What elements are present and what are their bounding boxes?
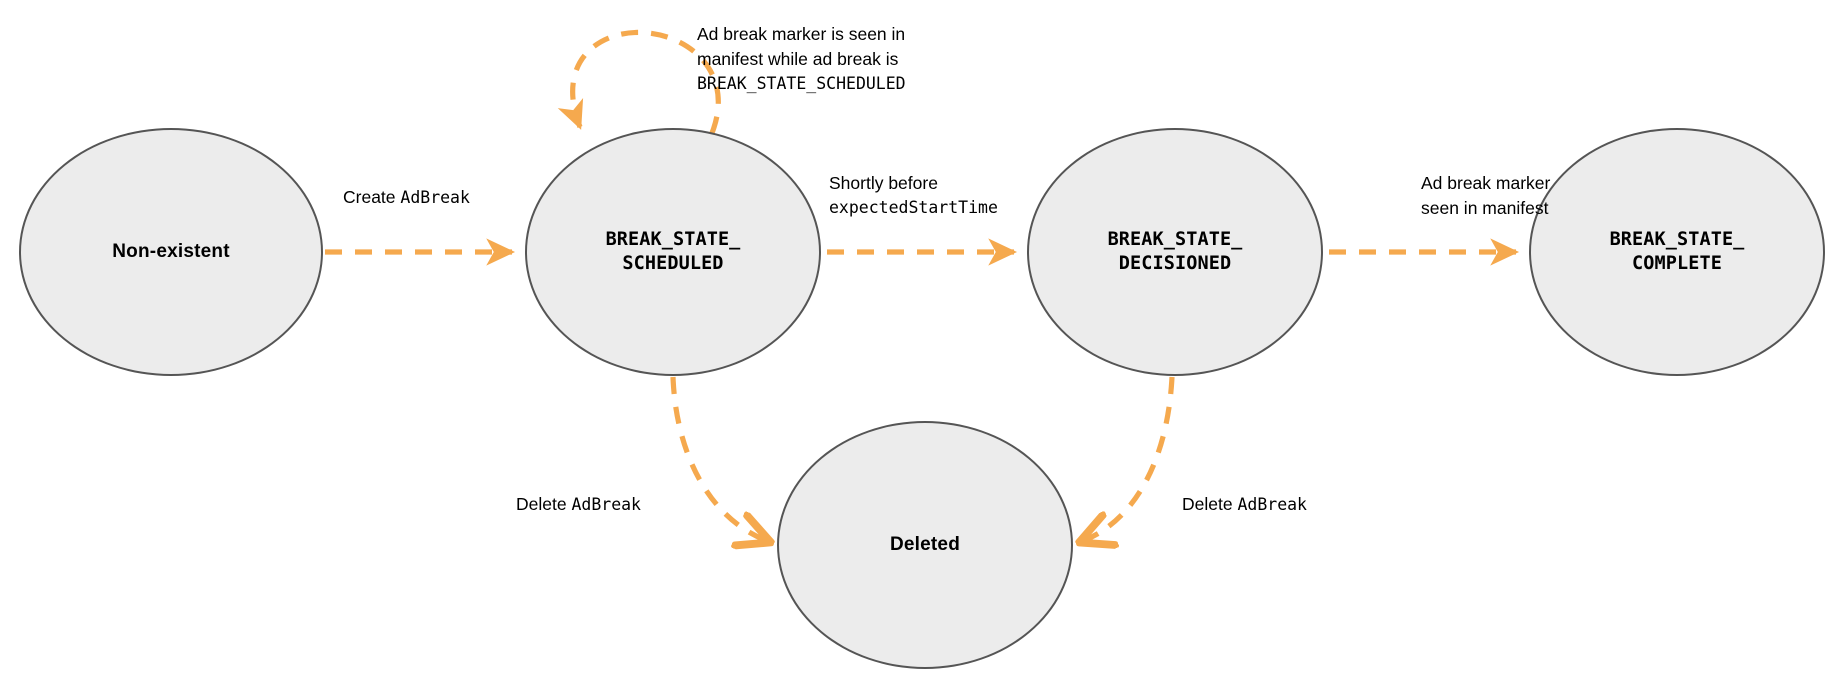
node-non-existent[interactable]: Non-existent <box>19 128 323 376</box>
label-text-run: Ad break marker <box>1421 173 1551 193</box>
edge-label-shortly-before-expectedstarttime: Shortly before expectedStartTime <box>829 171 998 219</box>
node-label: Deleted <box>889 534 961 556</box>
edge-delete-adbreak-from-decisioned <box>1085 376 1175 540</box>
node-label: BREAK_STATE_ DECISIONED <box>1107 228 1243 274</box>
node-label: BREAK_STATE_ COMPLETE <box>1609 228 1745 274</box>
node-break-state-complete[interactable]: BREAK_STATE_ COMPLETE <box>1529 128 1825 376</box>
edge-scheduled-self-loop <box>557 29 721 134</box>
edge-label-scheduled-self-loop: Ad break marker is seen in manifest while… <box>697 22 906 95</box>
label-text-run: Shortly before <box>829 173 938 193</box>
label-text-run: manifest while ad break is <box>697 48 899 69</box>
node-deleted[interactable]: Deleted <box>777 421 1073 669</box>
label-code-run: BREAK_STATE_SCHEDULED <box>697 73 906 93</box>
edge-delete-adbreak-from-scheduled <box>670 376 765 540</box>
label-code-run: expectedStartTime <box>829 197 998 217</box>
node-label: Non-existent <box>112 241 230 263</box>
node-break-state-scheduled[interactable]: BREAK_STATE_ SCHEDULED <box>525 128 821 376</box>
label-text-run: seen in manifest <box>1421 197 1549 218</box>
edge-label-delete-adbreak-from-scheduled: Delete AdBreak <box>516 492 641 517</box>
label-code-run: AdBreak <box>400 188 470 207</box>
label-text-run: Create <box>343 187 401 207</box>
label-text-run: Delete <box>1182 494 1238 514</box>
label-code-run: AdBreak <box>1237 495 1307 514</box>
label-text-run: Ad break marker is seen in <box>697 24 906 44</box>
node-break-state-decisioned[interactable]: BREAK_STATE_ DECISIONED <box>1027 128 1323 376</box>
edge-label-delete-adbreak-from-decisioned: Delete AdBreak <box>1182 492 1307 517</box>
edge-label-ad-break-marker-seen-in-manifest: Ad break marker seen in manifest <box>1421 171 1550 221</box>
edge-label-create-adbreak: Create AdBreak <box>343 185 470 210</box>
label-text-run: Delete <box>516 494 572 514</box>
label-code-run: AdBreak <box>571 495 641 514</box>
node-label: BREAK_STATE_ SCHEDULED <box>605 228 741 274</box>
